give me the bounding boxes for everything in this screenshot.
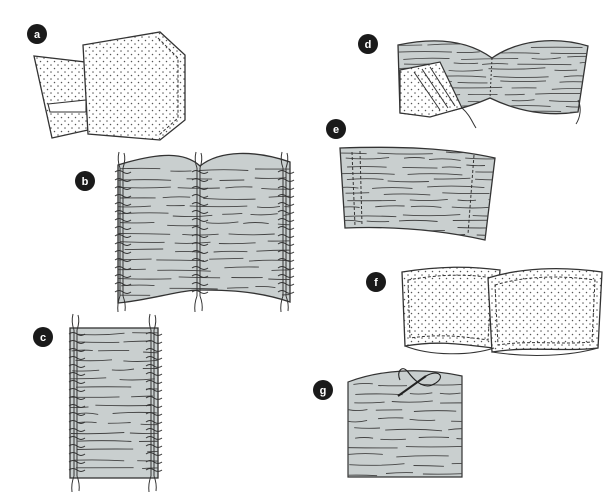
fabric-wrinkle — [125, 249, 164, 250]
step-label-f: f — [374, 277, 378, 289]
step-g-fabric-closeup — [348, 371, 462, 477]
step-badge-a: a — [27, 24, 47, 44]
step-label-b: b — [82, 176, 89, 188]
fabric-wrinkle — [457, 438, 478, 439]
fabric-wrinkle — [120, 168, 160, 169]
step-badge-f: f — [366, 272, 386, 292]
step-badge-b: b — [75, 171, 95, 191]
fabric-wrinkle — [268, 279, 302, 280]
step-badge-d: d — [358, 34, 378, 54]
step-e-figure — [338, 147, 538, 240]
step-a-folded-flap — [34, 56, 88, 138]
step-label-e: e — [333, 124, 339, 136]
fabric-wrinkle — [346, 193, 370, 194]
step-badge-e: e — [326, 119, 346, 139]
step-a-lining-panel — [83, 32, 185, 140]
fabric-wrinkle — [227, 288, 248, 289]
fabric-wrinkle — [462, 105, 497, 106]
step-d-figure — [398, 41, 615, 128]
fabric-wrinkle — [147, 451, 204, 452]
fabric-wrinkle — [143, 352, 179, 353]
step-b-figure — [115, 152, 335, 312]
step-c-figure — [68, 314, 204, 492]
fabric-wrinkle — [580, 62, 610, 63]
fabric-wrinkle — [483, 151, 538, 152]
step-badge-g: g — [313, 380, 333, 400]
fabric-wrinkle — [489, 199, 531, 200]
step-badge-c: c — [33, 327, 53, 347]
step-f-figure — [402, 267, 602, 355]
fabric-wrinkle — [272, 270, 314, 271]
step-f-right-piece — [488, 269, 602, 352]
fabric-wrinkle — [505, 94, 525, 95]
fabric-wrinkle — [481, 113, 503, 114]
step-g-figure — [346, 369, 499, 477]
fabric-wrinkle — [473, 216, 513, 217]
step-label-c: c — [40, 332, 46, 344]
fabric-wrinkle — [202, 295, 240, 296]
fabric-wrinkle — [398, 52, 452, 53]
step-label-g: g — [320, 385, 327, 397]
fabric-wrinkle — [517, 64, 571, 65]
fabric-wrinkle — [95, 405, 151, 406]
thread-end — [200, 296, 202, 311]
fabric-wrinkle — [495, 195, 528, 196]
step-label-d: d — [365, 39, 372, 51]
fabric-wrinkle — [340, 230, 386, 231]
thread-end — [195, 296, 197, 312]
step-label-a: a — [34, 29, 41, 41]
step-b-gathered-panel — [118, 153, 290, 303]
fabric-wrinkle — [589, 93, 615, 94]
fabric-wrinkle — [141, 424, 160, 425]
fabric-wrinkle — [158, 343, 196, 344]
step-f-left-piece — [402, 267, 500, 348]
fabric-wrinkle — [478, 45, 520, 46]
fabric-wrinkle — [291, 233, 334, 234]
fabric-wrinkle — [220, 180, 245, 181]
fabric-wrinkle — [289, 286, 332, 287]
step-a-figure — [34, 32, 185, 140]
fabric-wrinkle — [167, 225, 199, 226]
fabric-wrinkle — [139, 441, 189, 442]
